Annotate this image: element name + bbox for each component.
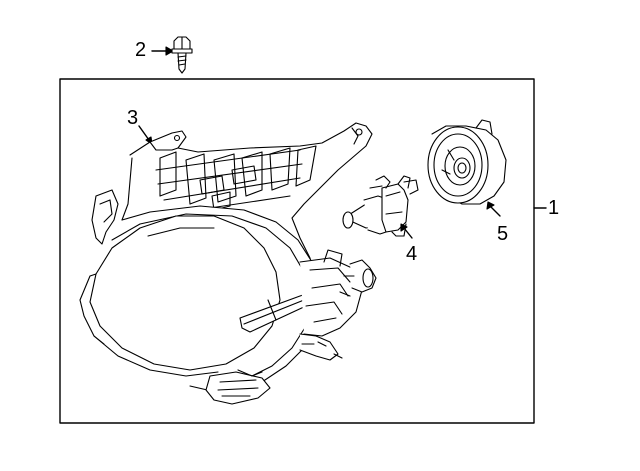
- callout-4-arrow: [403, 227, 413, 239]
- callout-5-label: 5: [497, 223, 509, 245]
- callout-3-label: 3: [127, 107, 139, 129]
- assembly-frame: [59, 78, 535, 424]
- callout-2-arrow: [151, 46, 174, 56]
- headlamp-lens: [89, 215, 281, 371]
- callout-2-label: 2: [135, 39, 147, 61]
- socket-part: [427, 119, 507, 205]
- bolt-part: [171, 36, 193, 74]
- callout-3-arrow: [138, 125, 150, 141]
- callout-5-arrow: [489, 205, 501, 217]
- callout-1-label: 1: [548, 197, 560, 219]
- callout-4-label: 4: [406, 243, 418, 265]
- bulb-part: [342, 175, 419, 237]
- headlamp-housing: [79, 122, 377, 405]
